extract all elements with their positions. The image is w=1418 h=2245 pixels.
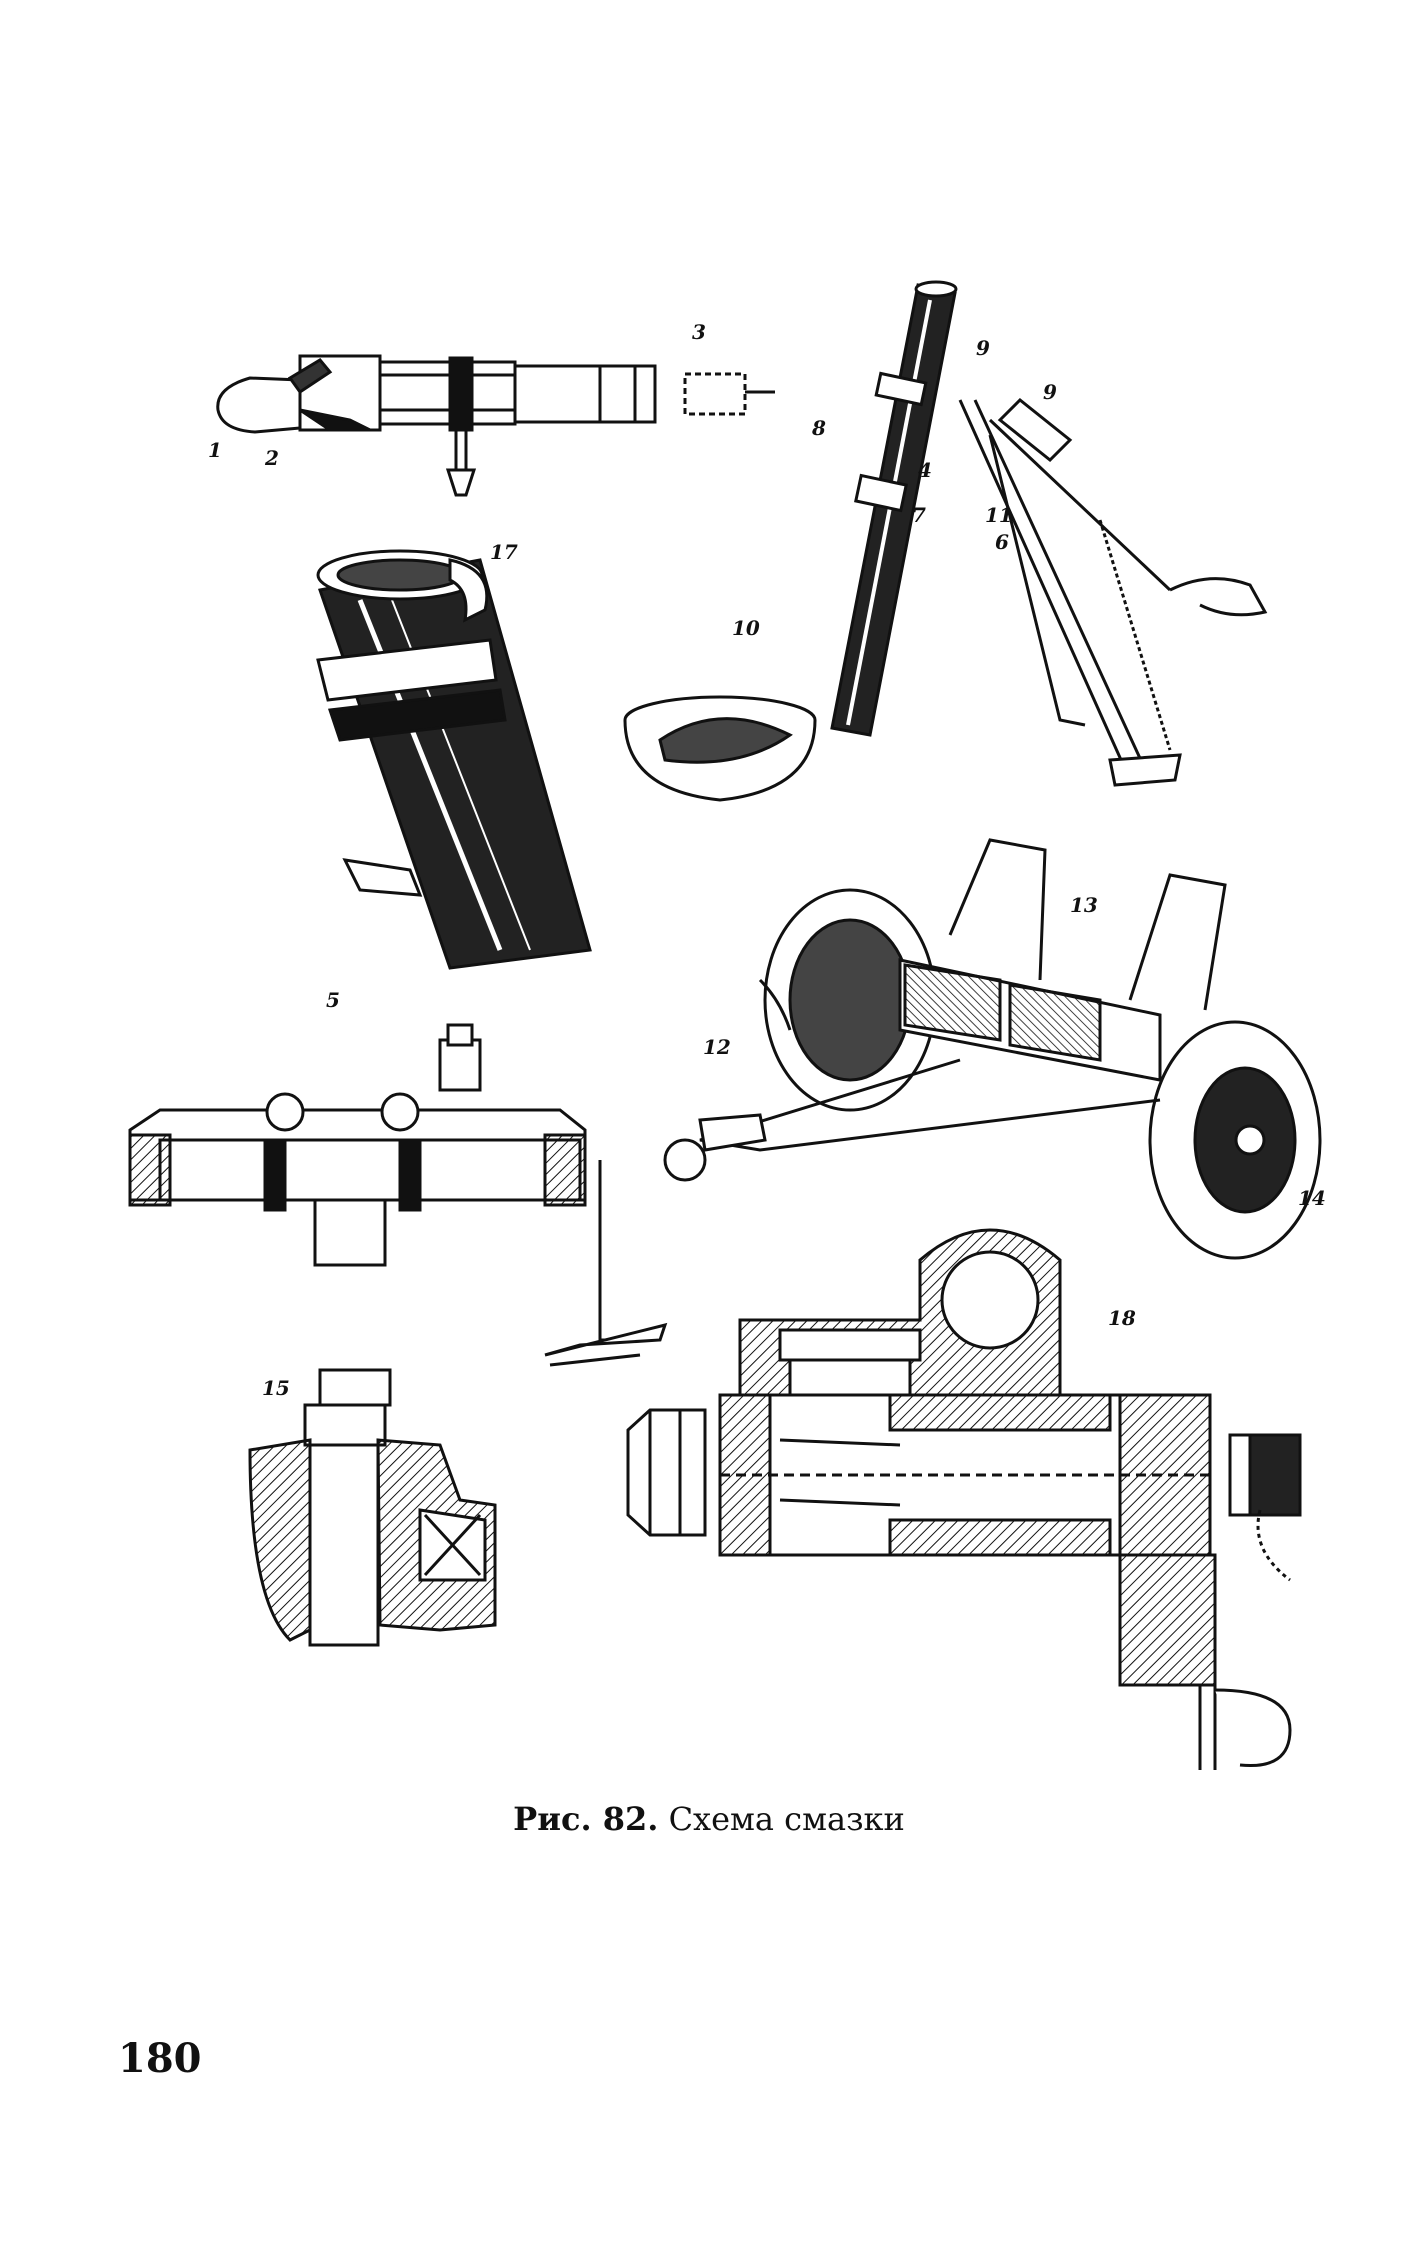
callout-3: 3	[692, 320, 706, 344]
callout-18: 18	[1108, 1306, 1136, 1330]
callout-6: 6	[995, 530, 1009, 554]
drawing-hub-section	[248, 1368, 497, 1647]
page-number: 180	[118, 2035, 202, 2082]
drawing-elevating-mechanism	[128, 1023, 668, 1367]
drawing-mortar-bipod	[623, 280, 1268, 802]
callout-17: 17	[490, 540, 518, 564]
callout-14: 14	[1298, 1186, 1326, 1210]
figure-caption: Рис. 82. Схема смазки	[0, 1800, 1418, 1838]
figure-caption-text: Схема смазки	[668, 1800, 905, 1838]
callout-2: 2	[265, 446, 279, 470]
callout-15: 15	[262, 1376, 290, 1400]
callout-7: 7	[912, 503, 926, 527]
callout-12: 12	[703, 1035, 731, 1059]
callout-8: 8	[812, 416, 826, 440]
drawing-horizontal-shaft	[216, 354, 775, 497]
drawing-barrel-closeup	[316, 549, 592, 970]
drawing-axle-section	[626, 1228, 1302, 1770]
callout-1: 1	[208, 438, 222, 462]
callout-13: 13	[1070, 893, 1098, 917]
callout-5: 5	[326, 988, 340, 1012]
callout-11: 11	[985, 503, 1013, 527]
callout-9a: 9	[976, 336, 990, 360]
callout-10: 10	[732, 616, 760, 640]
figure-caption-prefix: Рис. 82.	[513, 1800, 659, 1838]
drawing-transport-cart	[663, 838, 1322, 1260]
callout-4: 4	[918, 458, 932, 482]
callout-9b: 9	[1043, 380, 1057, 404]
